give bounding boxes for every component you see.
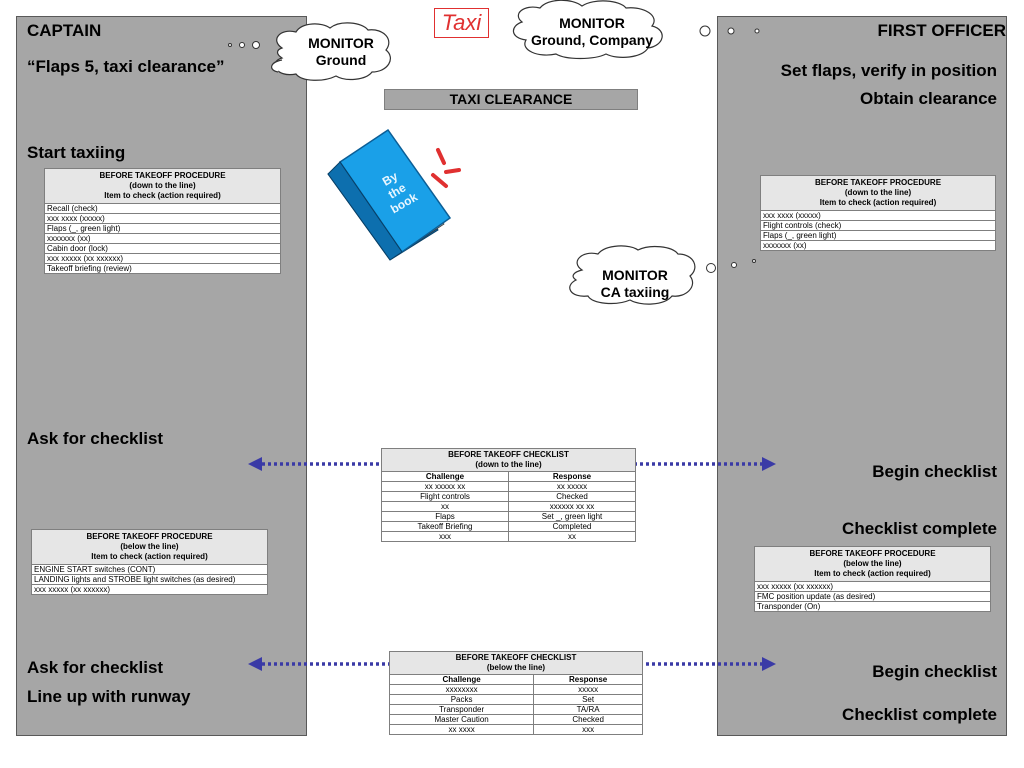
procedure-row: Flaps (_, green light) — [44, 223, 281, 234]
thought-bubbles-left — [228, 41, 260, 49]
fo-procedure-1: BEFORE TAKEOFF PROCEDURE(down to the lin… — [760, 175, 996, 251]
procedure-row: xxx xxxxx (xx xxxxxx) — [31, 584, 268, 595]
captain-step-5: Line up with runway — [27, 687, 191, 706]
captain-step-4: Ask for checklist — [27, 658, 164, 677]
challenge-cell: Transponder — [388, 704, 535, 715]
procedure-row: FMC position update (as desired) — [754, 591, 991, 602]
procedure-header: BEFORE TAKEOFF PROCEDURE(down to the lin… — [44, 168, 281, 204]
procedure-row: ENGINE START switches (CONT) — [31, 564, 268, 575]
challenge-cell: Master Caution — [388, 714, 535, 725]
procedure-row: xxx xxxxx (xx xxxxxx) — [754, 581, 991, 592]
arrowhead-left-2 — [248, 657, 262, 671]
captain-procedure-1: BEFORE TAKEOFF PROCEDURE(down to the lin… — [44, 168, 281, 274]
procedure-row: Flight controls (check) — [760, 220, 996, 231]
procedure-row: xxxxxxx (xx) — [44, 233, 281, 244]
fo-step-1: Set flaps, verify in position — [780, 61, 997, 80]
taxi-title: Taxi — [434, 8, 489, 38]
procedure-row: Recall (check) — [44, 203, 281, 214]
before-takeoff-checklist-2: BEFORE TAKEOFF CHECKLIST(below the line)… — [388, 651, 643, 735]
challenge-cell: Flight controls — [381, 491, 509, 502]
response-cell: xxxxx — [533, 684, 643, 695]
challenge-cell: xx — [381, 501, 509, 512]
captain-column — [16, 16, 307, 736]
challenge-cell: xxx — [381, 531, 509, 542]
challenge-cell: Flaps — [381, 511, 509, 522]
procedure-header: BEFORE TAKEOFF PROCEDURE(below the line)… — [754, 546, 991, 582]
cloud-monitor-ca-taxiing — [569, 245, 696, 305]
first-officer-title: FIRST OFFICER — [877, 21, 1006, 40]
procedure-header: BEFORE TAKEOFF PROCEDURE(down to the lin… — [760, 175, 996, 211]
response-cell: Completed — [508, 521, 636, 532]
first-officer-column — [717, 16, 1007, 736]
response-cell: Set — [533, 694, 643, 705]
procedure-row: Flaps (_, green light) — [760, 230, 996, 241]
cloud-monitor-ground — [271, 22, 391, 81]
cloud-monitor-ground-company — [512, 0, 663, 60]
procedure-row: Cabin door (lock) — [44, 243, 281, 254]
challenge-cell: xx xxxxx xx — [381, 481, 509, 492]
before-takeoff-checklist-1: BEFORE TAKEOFF CHECKLIST(down to the lin… — [381, 448, 636, 542]
procedure-row: Takeoff briefing (review) — [44, 263, 281, 274]
response-cell: xxx — [533, 724, 643, 735]
fo-step-4: Checklist complete — [842, 519, 997, 538]
taxi-clearance-bar: TAXI CLEARANCE — [384, 89, 638, 110]
fo-procedure-2: BEFORE TAKEOFF PROCEDURE(below the line)… — [754, 546, 991, 612]
challenge-column-header: Challenge — [381, 471, 509, 482]
procedure-row: xxx xxxxx (xx xxxxxx) — [44, 253, 281, 264]
response-cell: xx — [508, 531, 636, 542]
fo-step-5: Begin checklist — [872, 662, 997, 681]
thought-bubbles-right-mid — [706, 259, 756, 273]
captain-title: CAPTAIN — [27, 21, 102, 40]
response-cell: TA/RA — [533, 704, 643, 715]
captain-step-2: Start taxiing — [27, 143, 126, 162]
procedure-row: Transponder (On) — [754, 601, 991, 612]
by-the-book-icon — [327, 128, 461, 261]
captain-step-1: “Flaps 5, taxi clearance” — [27, 57, 225, 76]
procedure-row: xxx xxxx (xxxxx) — [760, 210, 996, 221]
arrowhead-right-1 — [762, 457, 776, 471]
challenge-cell: Takeoff Briefing — [381, 521, 509, 532]
arrowhead-right-2 — [762, 657, 776, 671]
response-cell: Set _, green light — [508, 511, 636, 522]
fo-step-2: Obtain clearance — [859, 89, 997, 108]
procedure-row: xxx xxxx (xxxxx) — [44, 213, 281, 224]
captain-procedure-2: BEFORE TAKEOFF PROCEDURE(below the line)… — [31, 529, 268, 595]
procedure-header: BEFORE TAKEOFF PROCEDURE(below the line)… — [31, 529, 268, 565]
fo-step-6: Checklist complete — [842, 705, 997, 724]
response-cell: xxxxxx xx xx — [508, 501, 636, 512]
checklist-header: BEFORE TAKEOFF CHECKLIST(below the line) — [389, 651, 643, 675]
thought-bubbles-right-top — [699, 25, 760, 37]
response-cell: xx xxxxx — [508, 481, 636, 492]
response-column-header: Response — [508, 471, 636, 482]
challenge-cell: xx xxxx — [388, 724, 535, 735]
challenge-column-header: Challenge — [388, 674, 535, 685]
arrowhead-left-1 — [248, 457, 262, 471]
checklist-header: BEFORE TAKEOFF CHECKLIST(down to the lin… — [381, 448, 636, 472]
response-cell: Checked — [508, 491, 636, 502]
procedure-row: xxxxxxx (xx) — [760, 240, 996, 251]
challenge-cell: xxxxxxxx — [388, 684, 535, 695]
response-column-header: Response — [533, 674, 643, 685]
fo-step-3: Begin checklist — [872, 462, 997, 481]
challenge-cell: Packs — [388, 694, 535, 705]
response-cell: Checked — [533, 714, 643, 725]
captain-step-3: Ask for checklist — [27, 429, 164, 448]
procedure-row: LANDING lights and STROBE light switches… — [31, 574, 268, 585]
